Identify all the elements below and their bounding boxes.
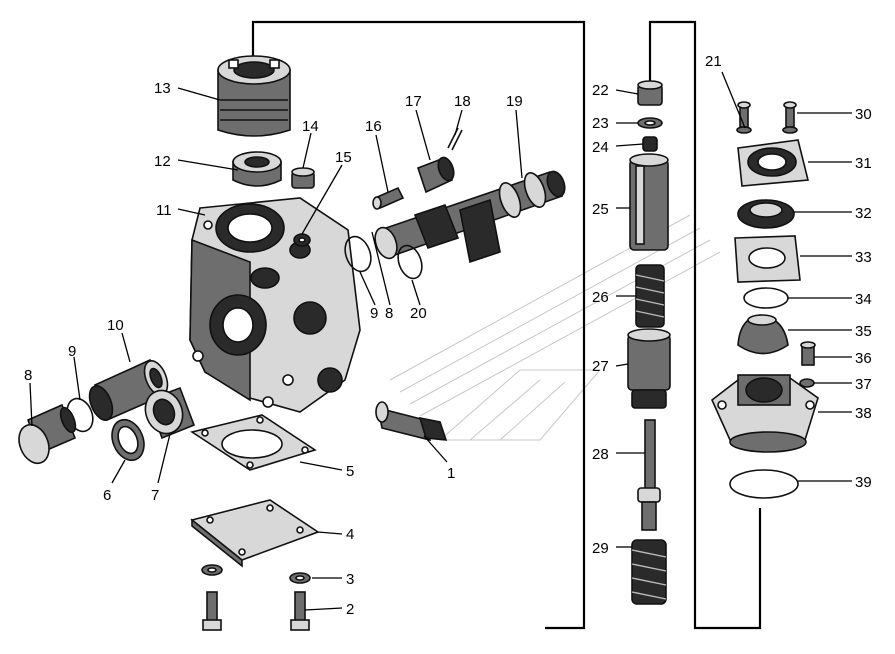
callout-39: 39 xyxy=(855,474,872,491)
part-17-roller xyxy=(416,156,455,194)
part-12-bushing xyxy=(232,151,282,187)
part-20-oring xyxy=(397,244,423,280)
callout-14: 14 xyxy=(302,118,319,135)
part-32-seal xyxy=(737,199,795,229)
callout-18: 18 xyxy=(454,93,471,110)
assembly-frame-left xyxy=(251,20,586,630)
part-26-spring xyxy=(635,264,665,328)
part-3-washers xyxy=(201,564,311,584)
part-21-screw xyxy=(736,101,752,134)
part-24-small-spring xyxy=(642,136,658,152)
callout-36: 36 xyxy=(855,350,872,367)
part-2-bolts xyxy=(202,591,310,631)
callout-11: 11 xyxy=(156,202,172,219)
callout-30: 30 xyxy=(855,106,872,123)
part-1-bolt xyxy=(375,401,448,442)
callout-20: 20 xyxy=(410,305,427,322)
part-31-flange xyxy=(737,139,810,187)
callout-4: 4 xyxy=(346,526,354,543)
callout-5: 5 xyxy=(346,463,354,480)
part-9-oring-right xyxy=(344,235,372,273)
callout-34: 34 xyxy=(855,291,872,308)
callout-9-right: 9 xyxy=(370,305,378,322)
part-4-cover-plate xyxy=(190,499,320,568)
leader-lines xyxy=(29,71,852,611)
part-34-oring xyxy=(743,287,789,309)
callout-32: 32 xyxy=(855,205,872,222)
part-30-screw xyxy=(782,101,798,134)
part-29-spring xyxy=(631,539,667,605)
part-6-ring xyxy=(111,418,145,462)
part-19-camshaft xyxy=(374,170,566,264)
callout-numbers: 1 2 3 4 5 6 7 8 8 9 9 10 11 12 13 14 15 … xyxy=(24,53,872,618)
callout-6: 6 xyxy=(103,487,111,504)
callout-17: 17 xyxy=(405,93,422,110)
part-15-ring xyxy=(293,233,311,247)
part-7-bushing xyxy=(144,386,196,440)
callout-25: 25 xyxy=(592,201,609,218)
callout-21: 21 xyxy=(705,53,722,70)
callout-10: 10 xyxy=(107,317,124,334)
callout-1: 1 xyxy=(447,465,455,482)
background-watermark xyxy=(389,214,721,441)
callout-19: 19 xyxy=(506,93,523,110)
part-25-sleeve xyxy=(629,153,669,251)
part-39-oring xyxy=(729,469,799,499)
callout-7: 7 xyxy=(151,487,159,504)
callout-22: 22 xyxy=(592,82,609,99)
part-8-plug-left xyxy=(18,403,77,465)
part-18-cotter xyxy=(447,127,463,151)
callout-29: 29 xyxy=(592,540,609,557)
callout-9-left: 9 xyxy=(68,343,76,360)
part-16-pin xyxy=(372,186,405,210)
part-38-housing xyxy=(711,374,819,453)
callout-38: 38 xyxy=(855,405,872,422)
callout-13: 13 xyxy=(154,80,171,97)
part-35-cap xyxy=(737,314,789,355)
part-14-plug xyxy=(291,167,315,189)
part-28-pin xyxy=(637,419,661,531)
callout-8-left: 8 xyxy=(24,367,32,384)
callout-24: 24 xyxy=(592,139,609,156)
callout-12: 12 xyxy=(154,153,171,170)
part-22-plug xyxy=(637,80,663,106)
part-11-housing xyxy=(189,197,361,413)
callout-2: 2 xyxy=(346,601,354,618)
callout-35: 35 xyxy=(855,323,872,340)
assembly-frame-right xyxy=(648,20,762,630)
part-13-castle-nut xyxy=(217,55,291,137)
callout-15: 15 xyxy=(335,149,352,166)
callout-8-right: 8 xyxy=(385,305,393,322)
callout-3: 3 xyxy=(346,571,354,588)
callout-23: 23 xyxy=(592,115,609,132)
callout-28: 28 xyxy=(592,446,609,463)
part-23-washer xyxy=(637,117,663,129)
part-33-gasket xyxy=(734,235,801,283)
part-5-gasket xyxy=(190,414,317,471)
callout-31: 31 xyxy=(855,155,872,172)
part-36-bolt xyxy=(800,341,816,366)
callout-16: 16 xyxy=(365,118,382,135)
callout-37: 37 xyxy=(855,376,872,393)
callout-26: 26 xyxy=(592,289,609,306)
part-27-valve-body xyxy=(627,328,671,409)
callout-33: 33 xyxy=(855,249,872,266)
callout-27: 27 xyxy=(592,358,609,375)
